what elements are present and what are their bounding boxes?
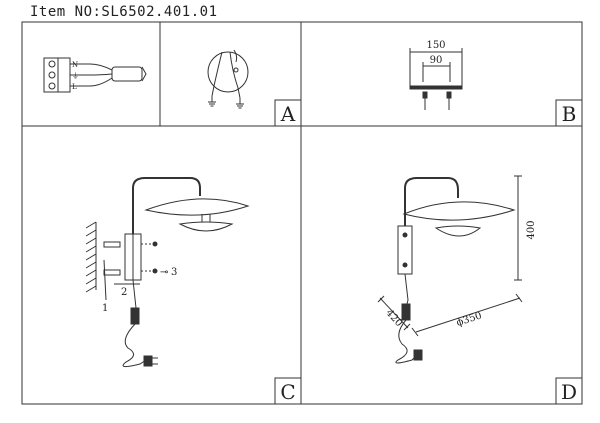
svg-text:D: D (561, 380, 577, 404)
svg-text:C: C (280, 380, 295, 404)
panel-c-label: C (274, 377, 302, 405)
outer-border (21, 21, 583, 405)
wall-anchor (103, 241, 121, 248)
power-cord (395, 319, 417, 364)
wall-lamp-d (377, 175, 523, 364)
cable-break-icon (141, 66, 147, 82)
mounting-bracket-drawing (409, 48, 463, 110)
frame (21, 21, 583, 405)
lamp-shade (144, 198, 250, 216)
svg-text:A: A (280, 102, 296, 126)
svg-text:B: B (562, 102, 577, 126)
terminal-symbol-n: N (72, 61, 78, 69)
wall-anchor (103, 269, 121, 276)
cord-switch (130, 307, 140, 325)
panel-b-label: B (555, 99, 583, 127)
terminal-symbol-l: L (72, 83, 77, 91)
wire-outlet-drawing (207, 49, 249, 99)
callout-2: 2 (121, 287, 127, 298)
panel-d-label: D (555, 377, 583, 405)
callout-3: 3 (171, 267, 177, 278)
power-cord (122, 323, 147, 368)
terminal-screw-strip (57, 57, 71, 93)
dimension-400: 400 (526, 220, 537, 239)
earth-symbol-icon (208, 96, 216, 107)
callout-1: 1 (102, 303, 108, 314)
wire (229, 51, 241, 99)
wire-outlet-hole (207, 51, 249, 93)
terminal-symbol-earth: ⏚ (72, 72, 79, 80)
lamp-arm (132, 177, 201, 234)
wall-hatching (85, 221, 97, 293)
wire (233, 49, 238, 63)
terminal-screw-icon (48, 71, 56, 79)
terminal-block-drawing (43, 57, 147, 93)
dimension-diameter-350: ϕ350 (455, 310, 483, 328)
power-plug-icon (413, 349, 423, 361)
wire (89, 73, 113, 76)
wire (89, 77, 113, 87)
cord-switch (401, 303, 411, 321)
lamp-shade (402, 201, 516, 221)
terminal-screw-icon (48, 60, 56, 68)
item-number: Item NO:SL6502.401.01 (30, 4, 218, 20)
screw-symbol-icon: ⊸ (160, 267, 168, 278)
wire-connector-icon (233, 67, 239, 73)
callout-leader-1 (103, 259, 107, 301)
lamp-diffuser (434, 225, 482, 237)
dimension-150: 150 (426, 40, 445, 51)
wall-lamp-c (103, 177, 250, 368)
terminal-screw-icon (48, 82, 56, 90)
wire (89, 63, 113, 71)
terminal-block-body (43, 57, 59, 93)
lamp-arm (404, 177, 459, 226)
power-cord (404, 273, 409, 309)
panel-a-label: A (274, 99, 302, 127)
power-plug-icon (143, 355, 153, 367)
earth-symbol-icon (236, 98, 244, 109)
dimension-line-depth (379, 297, 409, 329)
cable-sheath (111, 66, 143, 82)
dimension-90: 90 (430, 55, 443, 66)
lamp-diffuser (178, 221, 234, 232)
dimension-line-diameter (415, 297, 521, 333)
wire (211, 51, 223, 97)
